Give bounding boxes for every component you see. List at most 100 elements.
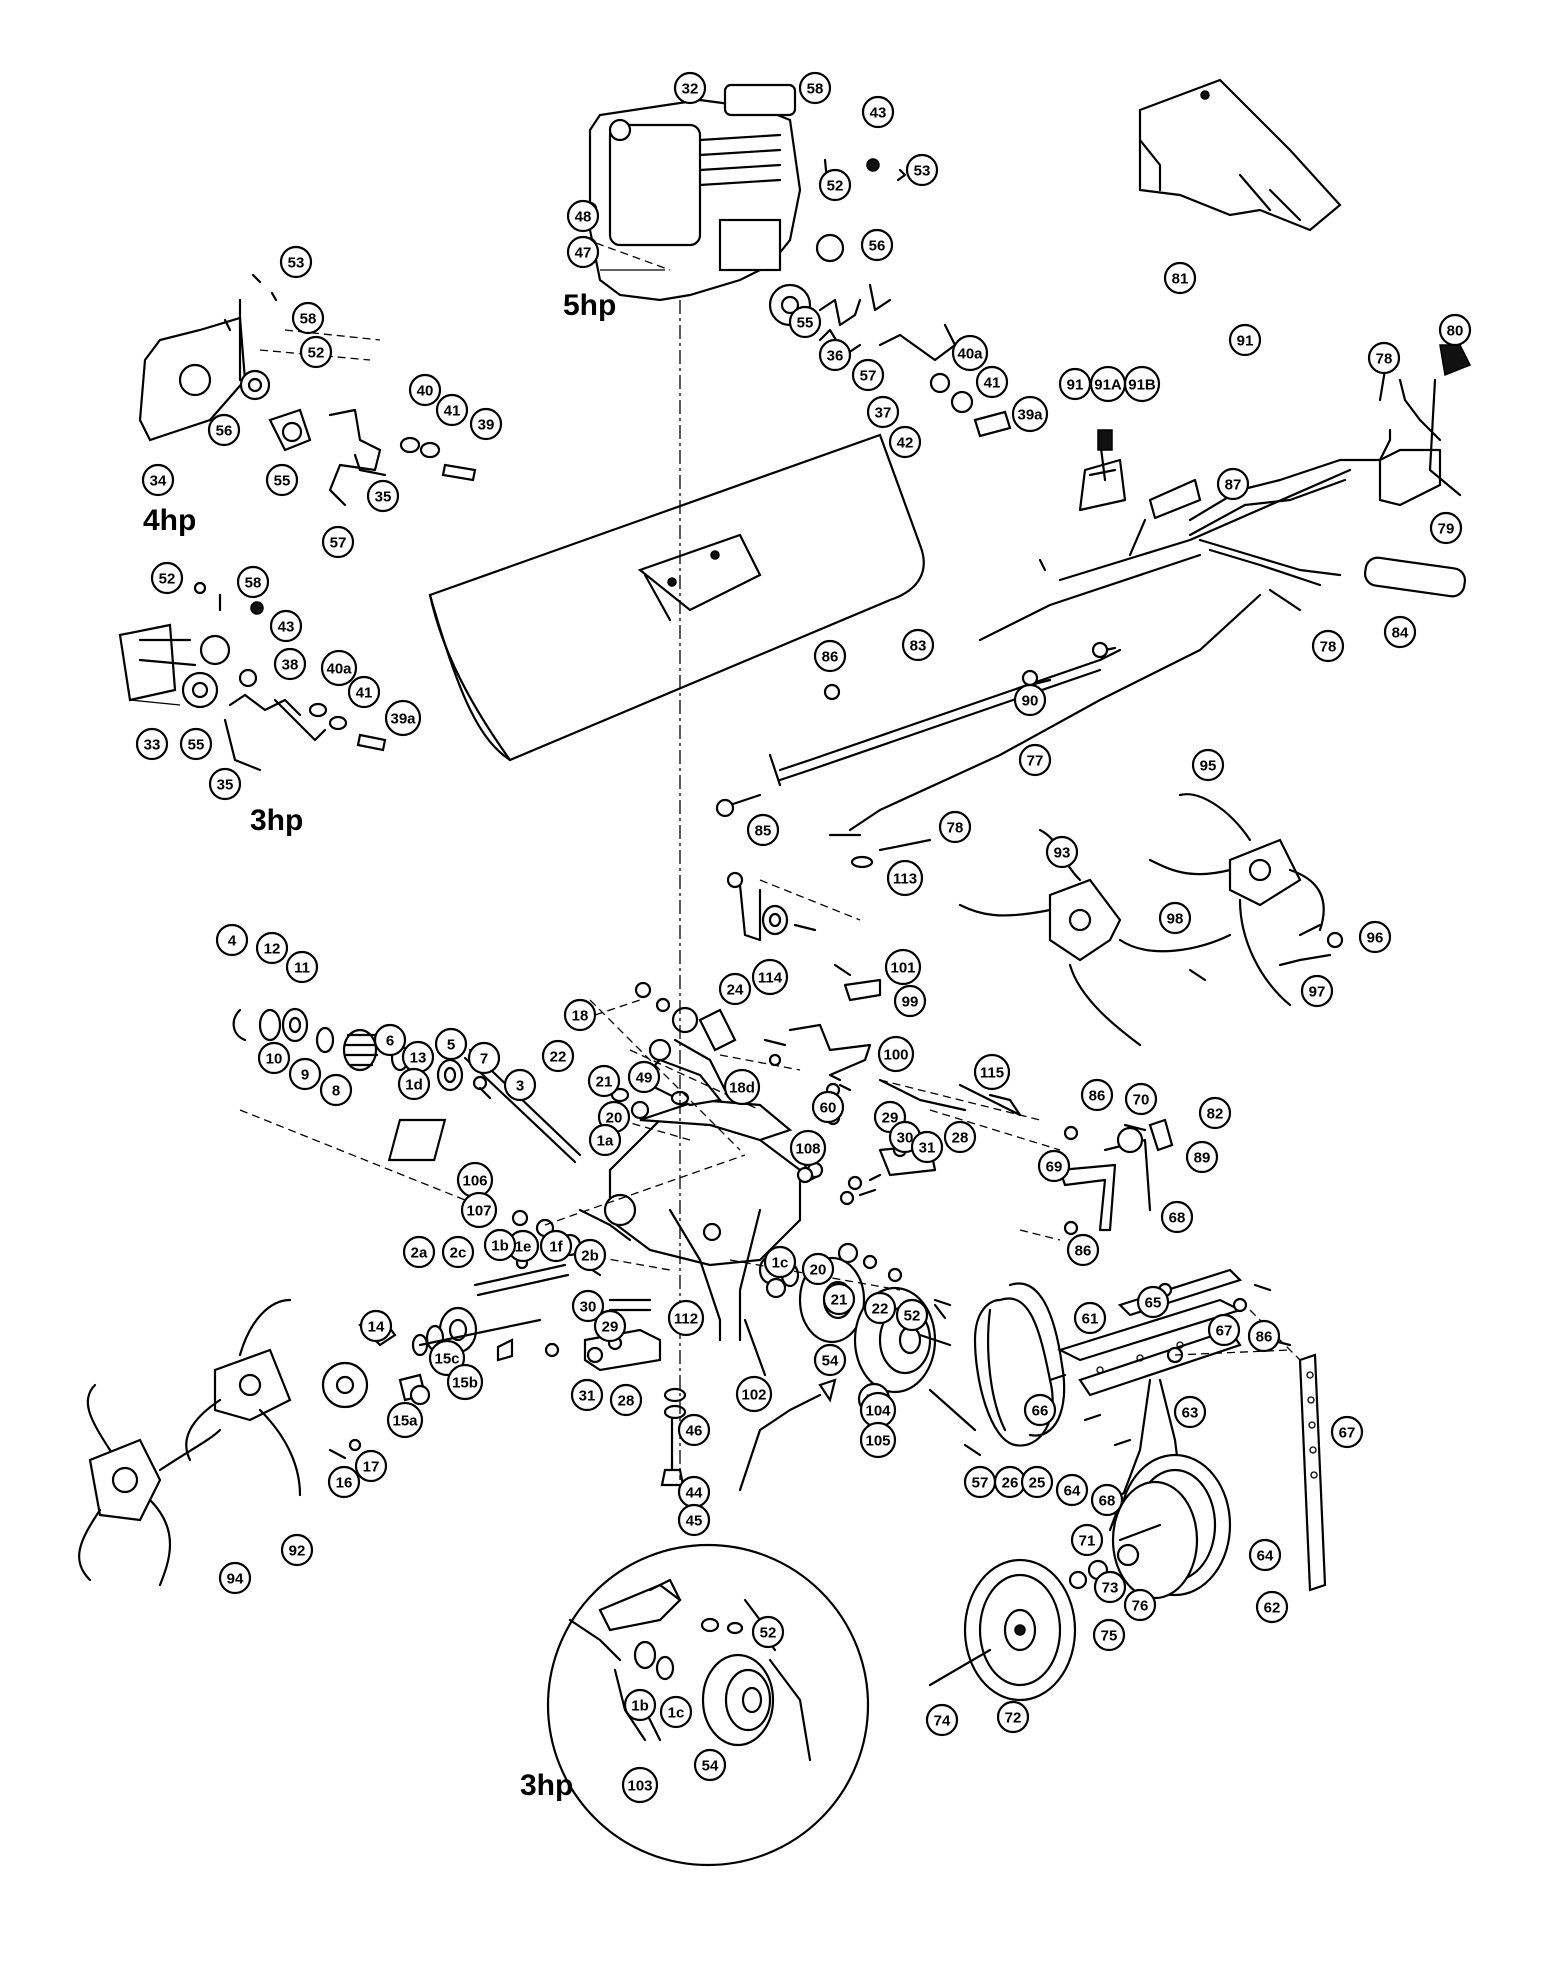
callout-49: 49 <box>627 1060 661 1094</box>
callout-circle <box>446 1363 484 1401</box>
callout-label: 70 <box>1133 1092 1150 1109</box>
callout-label: 37 <box>875 405 892 422</box>
callout-78: 78 <box>1367 341 1401 375</box>
callout-76: 76 <box>1123 1588 1157 1622</box>
callout-3: 3 <box>503 1068 537 1102</box>
callout-label: 16 <box>336 1475 353 1492</box>
callout-circle <box>798 71 832 105</box>
callout-label: 115 <box>980 1065 1004 1082</box>
callout-circle <box>763 1245 797 1279</box>
callout-1c: 1c <box>659 1695 693 1729</box>
callout-label: 41 <box>984 375 1001 392</box>
callout-103: 103 <box>621 1766 659 1804</box>
engine-5hp-drawing <box>574 83 1012 438</box>
callout-14: 14 <box>359 1309 393 1343</box>
callout-label: 18 <box>572 1008 589 1025</box>
callout-label: 98 <box>1167 911 1184 928</box>
callout-label: 76 <box>1132 1598 1149 1615</box>
callout-label: 95 <box>1200 758 1217 775</box>
callout-67: 67 <box>1330 1415 1364 1449</box>
callout-circle <box>1207 1313 1241 1347</box>
callout-circle <box>788 305 822 339</box>
callout-circle <box>541 1039 575 1073</box>
callout-label: 18d <box>729 1080 755 1097</box>
callout-label: 55 <box>188 737 205 754</box>
callout-label: 90 <box>1022 693 1039 710</box>
callout-label: 3 <box>516 1078 524 1095</box>
callout-label: 1a <box>597 1133 614 1150</box>
callout-circle <box>566 199 600 233</box>
callout-label: 66 <box>1032 1403 1049 1420</box>
callout-circle <box>434 1027 468 1061</box>
callout-label: 45 <box>686 1513 703 1530</box>
callout-circle <box>893 984 927 1018</box>
callout-circle <box>291 301 325 335</box>
callout-circle <box>1198 1096 1232 1130</box>
callout-label: 6 <box>386 1033 394 1050</box>
callout-label: 86 <box>1089 1088 1106 1105</box>
callout-label: 28 <box>952 1130 969 1147</box>
callout-label: 15a <box>392 1413 418 1430</box>
callout-31: 31 <box>910 1130 944 1164</box>
callout-18: 18 <box>563 998 597 1032</box>
callout-label: 17 <box>363 1459 380 1476</box>
callout-label: 100 <box>883 1047 908 1064</box>
callout-circle <box>1429 511 1463 545</box>
callout-label: 1c <box>668 1705 685 1722</box>
callout-53: 53 <box>279 245 313 279</box>
callout-24: 24 <box>718 972 752 1006</box>
callout-circle <box>751 1615 785 1649</box>
callout-circle <box>801 1252 835 1286</box>
callout-label: 84 <box>1392 625 1409 642</box>
callout-label: 67 <box>1339 1425 1356 1442</box>
callout-115: 115 <box>973 1053 1011 1091</box>
callout-label: 53 <box>914 163 931 180</box>
callout-45: 45 <box>677 1503 711 1537</box>
callout-label: 1b <box>491 1238 509 1255</box>
callout-label: 105 <box>865 1433 890 1450</box>
callout-57: 57 <box>963 1465 997 1499</box>
callout-circle <box>1158 901 1192 935</box>
callout-43: 43 <box>861 95 895 129</box>
callout-39a: 39a <box>1011 395 1049 433</box>
callout-58: 58 <box>291 301 325 335</box>
callout-label: 78 <box>1376 351 1393 368</box>
callout-circle <box>735 1375 773 1413</box>
callout-84: 84 <box>1383 615 1417 649</box>
callout-circle <box>588 1123 622 1157</box>
callout-circle <box>673 71 707 105</box>
callout-48: 48 <box>566 199 600 233</box>
callout-circle <box>460 1191 498 1229</box>
callout-17: 17 <box>354 1449 388 1483</box>
callout-55: 55 <box>788 305 822 339</box>
callout-circle <box>1013 683 1047 717</box>
callout-label: 106 <box>462 1173 487 1190</box>
callout-label: 79 <box>1438 521 1455 538</box>
callout-label: 57 <box>860 368 877 385</box>
callout-label: 97 <box>1309 984 1326 1001</box>
callout-circle <box>877 1035 915 1073</box>
callout-56: 56 <box>860 228 894 262</box>
callout-label: 107 <box>466 1203 491 1220</box>
callout-circle <box>299 335 333 369</box>
callout-label: 29 <box>882 1110 899 1127</box>
callout-21: 21 <box>822 1282 856 1316</box>
callout-52: 52 <box>895 1298 929 1332</box>
callout-circle <box>861 95 895 129</box>
callout-46: 46 <box>677 1413 711 1447</box>
callout-circle <box>1023 1393 1057 1427</box>
callout-circle <box>723 1068 761 1106</box>
callout-label: 31 <box>579 1388 596 1405</box>
tines-right-drawing <box>958 793 1344 1047</box>
wheels-drawing <box>928 1453 1232 1702</box>
callout-circle <box>570 1378 604 1412</box>
depth-bars-drawing <box>1048 1268 1327 1592</box>
callout-90: 90 <box>1013 683 1047 717</box>
callout-39a: 39a <box>384 699 422 737</box>
callout-circle <box>428 1339 466 1377</box>
callout-7: 7 <box>467 1041 501 1075</box>
callout-circle <box>1093 1570 1127 1604</box>
cover-81-drawing <box>1138 78 1342 232</box>
callout-circle <box>859 1421 897 1459</box>
callout-68: 68 <box>1160 1200 1194 1234</box>
